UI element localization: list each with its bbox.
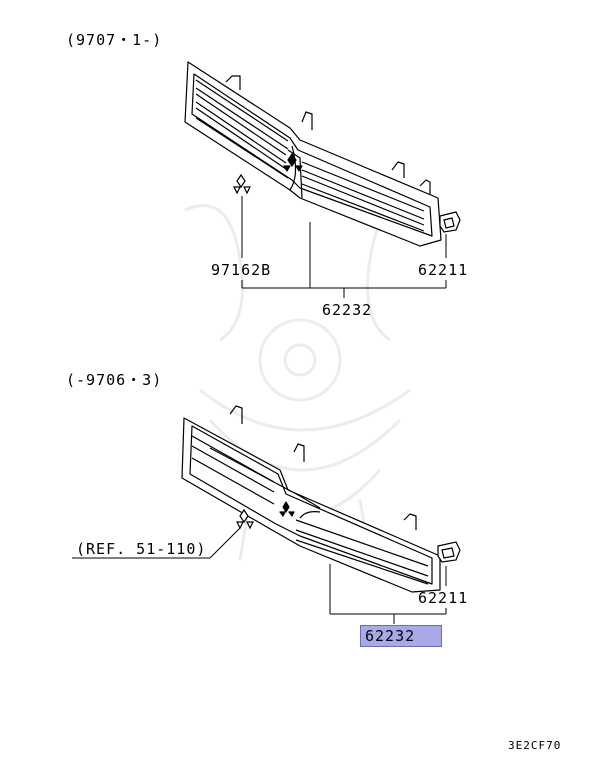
upper-leader-lines — [241, 196, 447, 298]
upper-grille — [184, 61, 442, 247]
emblem-97162b — [233, 173, 251, 195]
ref-label[interactable]: (REF. 51-110) — [76, 540, 207, 558]
part-label-97162b[interactable]: 97162B — [211, 261, 272, 279]
part-label-62211-upper[interactable]: 62211 — [418, 261, 469, 279]
part-label-62232-lower-highlighted[interactable]: 62232 — [360, 625, 443, 647]
clip-62211-upper — [439, 211, 461, 233]
lower-leader-lines — [72, 527, 447, 624]
lower-grille — [181, 405, 441, 593]
upper-section-title: (9707・1-) — [66, 31, 163, 49]
part-label-62232-upper[interactable]: 62232 — [322, 301, 373, 319]
watermark-logo — [184, 204, 421, 561]
clip-62211-lower — [437, 541, 461, 563]
diagram-code: 3E2CF70 — [508, 739, 562, 752]
emblem-lower — [236, 508, 254, 530]
lower-section-title: (-9706・3) — [66, 371, 163, 389]
part-label-62211-lower[interactable]: 62211 — [418, 589, 469, 607]
